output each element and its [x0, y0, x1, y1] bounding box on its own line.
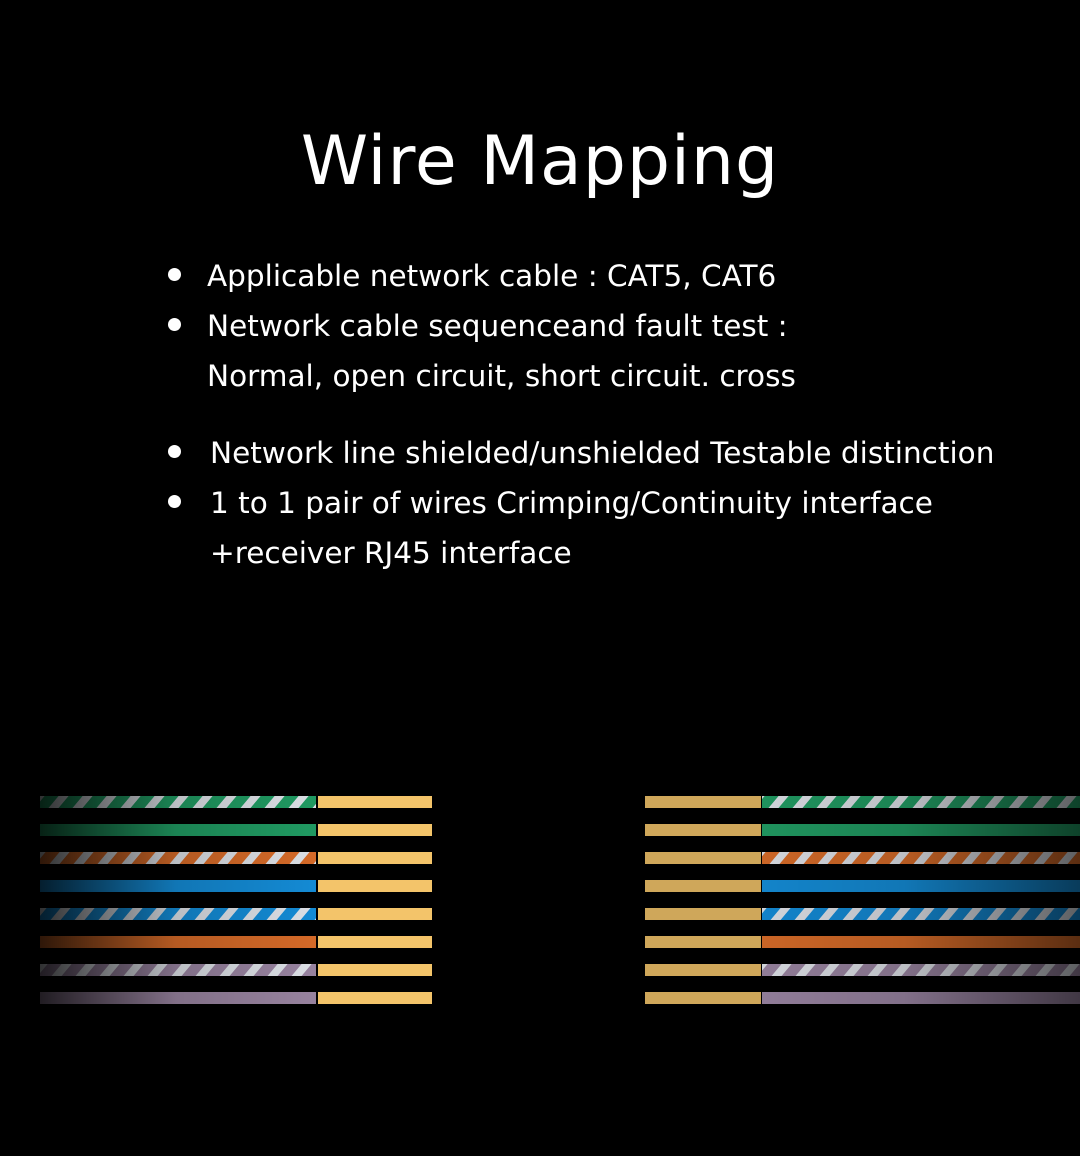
- bullet-dot: [168, 268, 181, 281]
- feature-line: Normal, open circuit, short circuit. cro…: [207, 359, 796, 393]
- bullet-dot: [168, 495, 181, 508]
- feature-list: Applicable network cable : CAT5, CAT6 Ne…: [168, 251, 994, 578]
- feature-item-shield-detect: Network line shielded/unshielded Testabl…: [210, 428, 994, 478]
- bullet-dot: [168, 445, 181, 458]
- left-gold-contact: [318, 908, 432, 920]
- left-gold-contact: [318, 936, 432, 948]
- feature-line: Applicable network cable : CAT5, CAT6: [207, 259, 777, 293]
- cable-wire-illustration: [0, 780, 1080, 1020]
- left-gold-contact: [318, 796, 432, 808]
- right-gold-contact: [645, 964, 761, 976]
- right-gold-contact: [645, 908, 761, 920]
- left-gold-contact: [318, 992, 432, 1004]
- right-gold-contact: [645, 796, 761, 808]
- right-gold-contact: [645, 852, 761, 864]
- bullet-dot: [168, 318, 181, 331]
- left-gold-contact: [318, 852, 432, 864]
- left-gold-contact: [318, 880, 432, 892]
- left-gold-contact: [318, 824, 432, 836]
- right-gold-contact: [645, 824, 761, 836]
- left-gold-contact: [318, 964, 432, 976]
- feature-line: 1 to 1 pair of wires Crimping/Continuity…: [210, 486, 933, 520]
- feature-item-cable-type: Applicable network cable : CAT5, CAT6: [207, 251, 776, 301]
- right-fade-overlay: [760, 780, 1080, 1020]
- feature-item-interfaces: 1 to 1 pair of wires Crimping/Continuity…: [210, 478, 933, 578]
- right-gold-contact: [645, 992, 761, 1004]
- feature-item-fault-test: Network cable sequenceand fault test : N…: [207, 301, 796, 401]
- feature-line: +receiver RJ45 interface: [210, 536, 572, 570]
- right-gold-contact: [645, 880, 761, 892]
- left-fade-overlay: [0, 780, 320, 1020]
- page-title: Wire Mapping: [300, 122, 780, 201]
- feature-line: Network cable sequenceand fault test :: [207, 309, 788, 343]
- right-gold-contact: [645, 936, 761, 948]
- feature-line: Network line shielded/unshielded Testabl…: [210, 436, 995, 470]
